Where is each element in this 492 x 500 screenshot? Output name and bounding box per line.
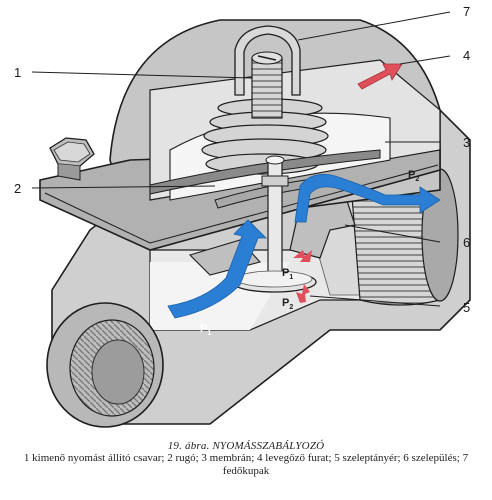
part-number-1: 1 bbox=[14, 65, 21, 80]
adjusting-screw bbox=[251, 51, 283, 119]
part-number-2: 2 bbox=[14, 181, 21, 196]
p1-inlet-label: P1 bbox=[200, 323, 211, 337]
figure-caption: 19. ábra. NYOMÁSSZABÁLYOZÓ 1 kimenő nyom… bbox=[0, 440, 492, 478]
flange-bolt bbox=[49, 137, 95, 181]
p1-pressure-arrow bbox=[293, 250, 312, 262]
cover-cap bbox=[234, 25, 301, 96]
caption-text: 1 kimenő nyomást állító csavar; 2 rugó; … bbox=[23, 452, 469, 477]
part-number-5: 5 bbox=[463, 300, 470, 315]
caption-title: 19. ábra. NYOMÁSSZABÁLYOZÓ bbox=[167, 440, 325, 452]
inlet-flow-arrow bbox=[167, 219, 267, 319]
p2-outlet-label: P2 bbox=[408, 169, 419, 183]
p2-valve-label: P2 bbox=[282, 297, 293, 311]
part-number-7: 7 bbox=[463, 4, 470, 19]
leader-lines bbox=[31, 11, 451, 307]
part-number-4: 4 bbox=[463, 48, 470, 63]
part-number-3: 3 bbox=[463, 135, 470, 150]
p1-valve-label: P1 bbox=[282, 267, 293, 281]
pressure-regulator-diagram: P1 P1 P2 P2 1 2 3 4 5 6 7 bbox=[14, 4, 471, 428]
vent-arrow bbox=[357, 63, 403, 90]
p2-pressure-arrow bbox=[296, 284, 310, 303]
outlet-flow-arrow bbox=[294, 173, 441, 223]
part-number-6: 6 bbox=[463, 235, 470, 250]
inlet-port bbox=[46, 302, 164, 428]
